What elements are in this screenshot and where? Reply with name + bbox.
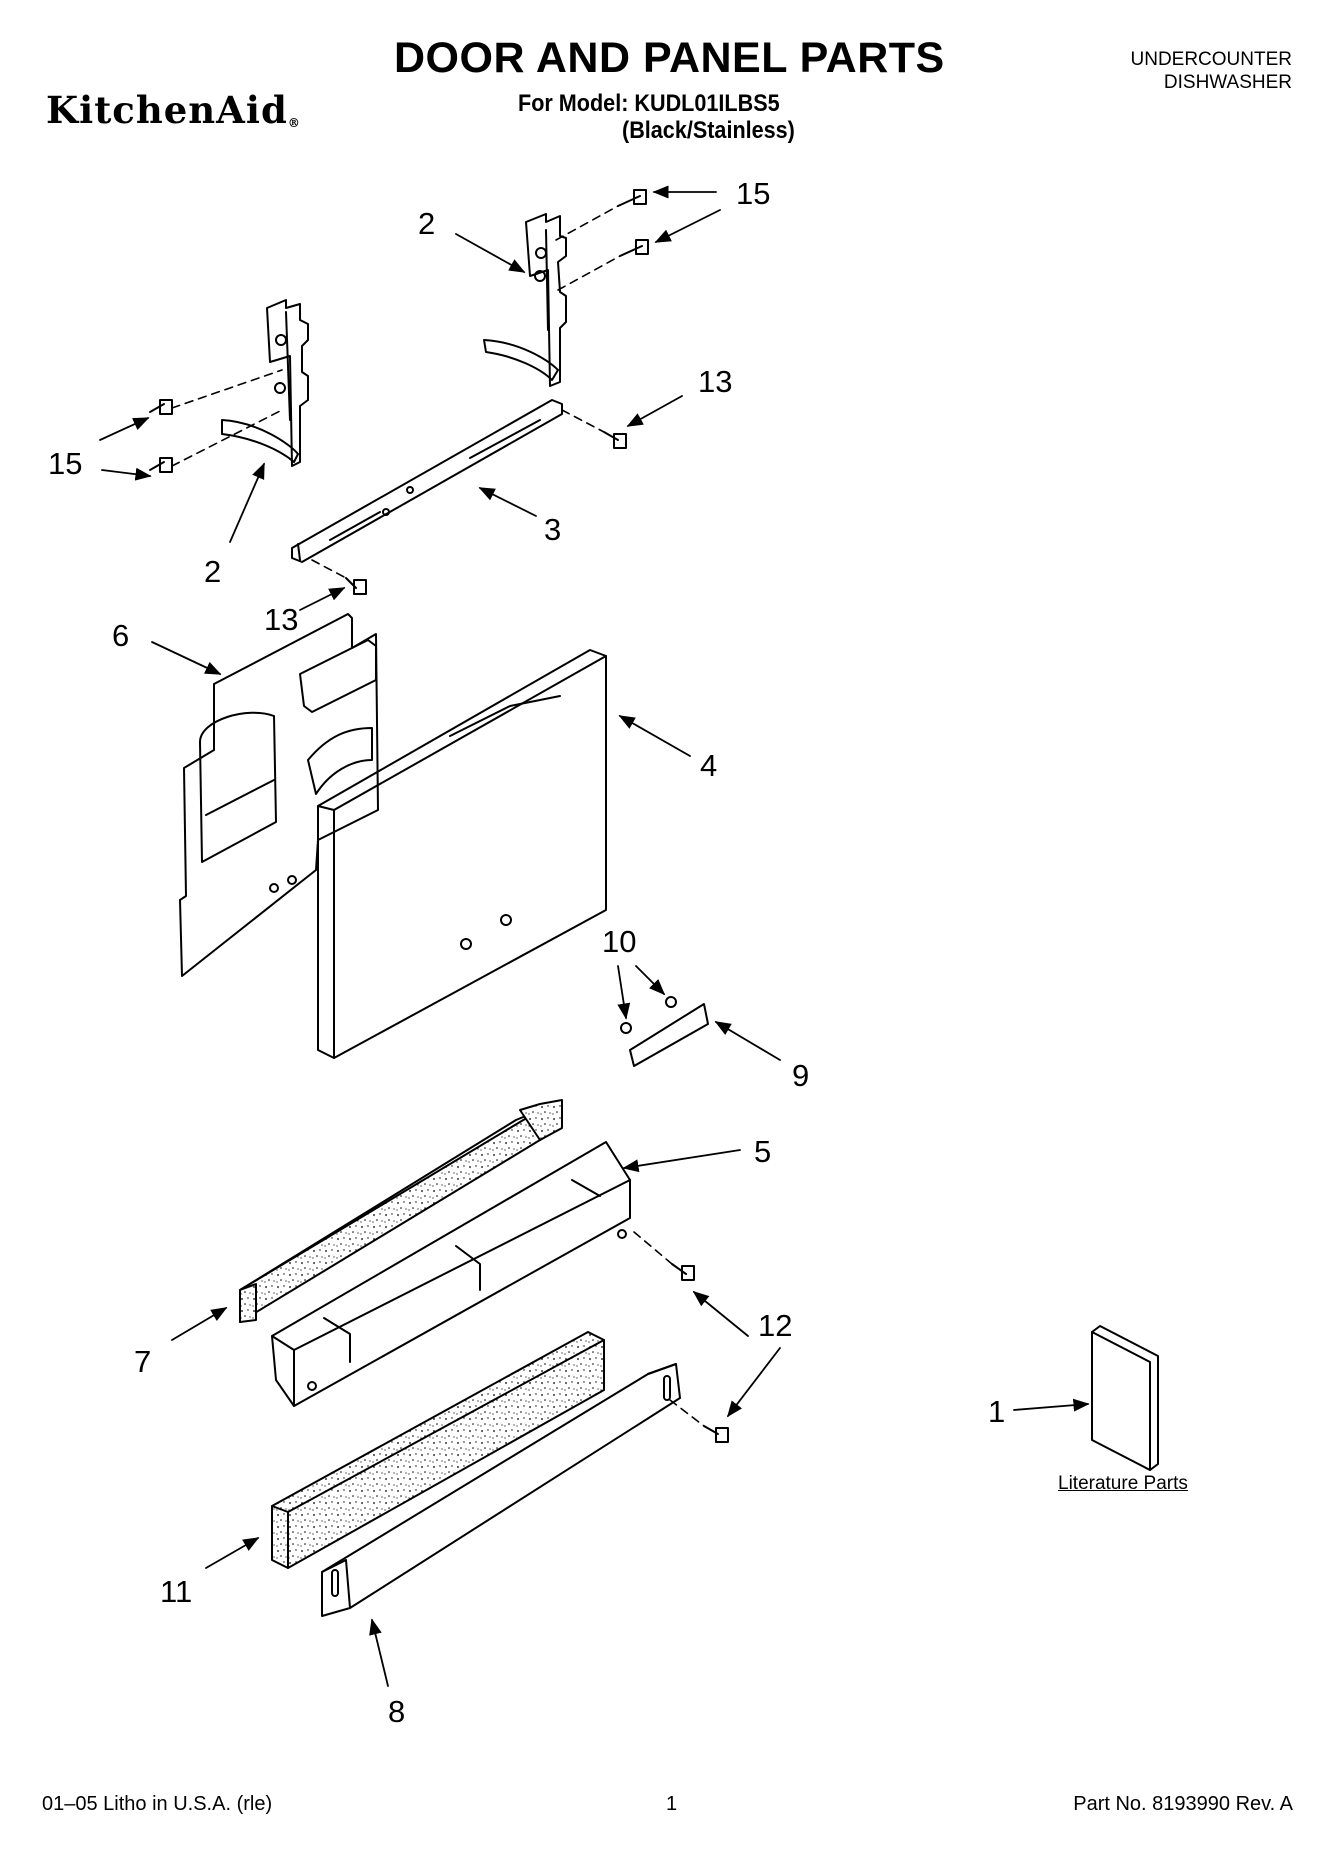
callout-labels: 15 2 13 15 2 3 13 6 4 10 9 5 12 7 1 11 8 (48, 176, 1005, 1729)
category-line-1: UNDERCOUNTER (1130, 49, 1293, 70)
brand-logo: KitchenAid® (46, 88, 301, 132)
callout-6: 6 (112, 618, 129, 653)
callout-2-upper: 2 (418, 206, 435, 241)
page-title: DOOR AND PANEL PARTS (394, 34, 945, 82)
product-category: UNDERCOUNTER DISHWASHER (1131, 48, 1293, 94)
screw-icon (149, 399, 173, 415)
screw-icon (619, 239, 649, 257)
toe-kick-panel (321, 1363, 681, 1617)
inner-door-panel (179, 613, 379, 977)
screw-icon (703, 1425, 729, 1443)
leader-arrows (99, 185, 1090, 1687)
screw-icon (603, 431, 627, 449)
screw-icons (149, 189, 729, 1443)
callout-1: 1 (988, 1394, 1005, 1429)
literature-part (1091, 1325, 1159, 1471)
outer-door-panel (317, 649, 607, 1059)
footer-print-info: 01–05 Litho in U.S.A. (rle) (42, 1793, 273, 1815)
toe-panel-bracket (271, 1141, 631, 1407)
callout-3: 3 (544, 512, 561, 547)
callout-8: 8 (388, 1694, 405, 1729)
callout-11: 11 (160, 1574, 192, 1609)
screw-icon (345, 577, 367, 595)
callout-5: 5 (754, 1134, 771, 1169)
callout-12: 12 (758, 1308, 792, 1343)
callout-10: 10 (602, 924, 636, 959)
callout-7: 7 (134, 1344, 151, 1379)
door-hinge-bracket-right (483, 213, 567, 387)
footer-page-number: 1 (666, 1793, 678, 1815)
screw-icon (671, 1263, 695, 1281)
registered-mark: ® (287, 116, 301, 130)
callout-15-upper: 15 (736, 176, 770, 211)
category-line-2: DISHWASHER (1163, 72, 1292, 93)
callout-9: 9 (792, 1058, 809, 1093)
footer-part-number: Part No. 8193990 Rev. A (1073, 1793, 1293, 1815)
callout-4: 4 (700, 748, 717, 783)
model-number: For Model: KUDL01ILBS5 (518, 90, 780, 117)
screw-icon (149, 457, 173, 473)
assembly-lines (171, 205, 705, 1427)
brand-name: KitchenAid (46, 88, 288, 132)
callout-15-lower: 15 (48, 446, 82, 481)
toe-kick-insulation-upper (239, 1099, 563, 1323)
screw-icon (617, 189, 647, 207)
badge-nut-and-badge (620, 996, 709, 1067)
door-hinge-bracket-left (221, 299, 309, 467)
literature-parts-label: Literature Parts (1058, 1473, 1188, 1494)
toe-kick-insulation-lower (271, 1331, 605, 1569)
model-variant: (Black/Stainless) (622, 117, 795, 144)
callout-13-upper: 13 (698, 364, 732, 399)
door-mounting-rail (291, 399, 563, 563)
callout-2-lower: 2 (204, 554, 221, 589)
callout-13-lower: 13 (264, 602, 298, 637)
